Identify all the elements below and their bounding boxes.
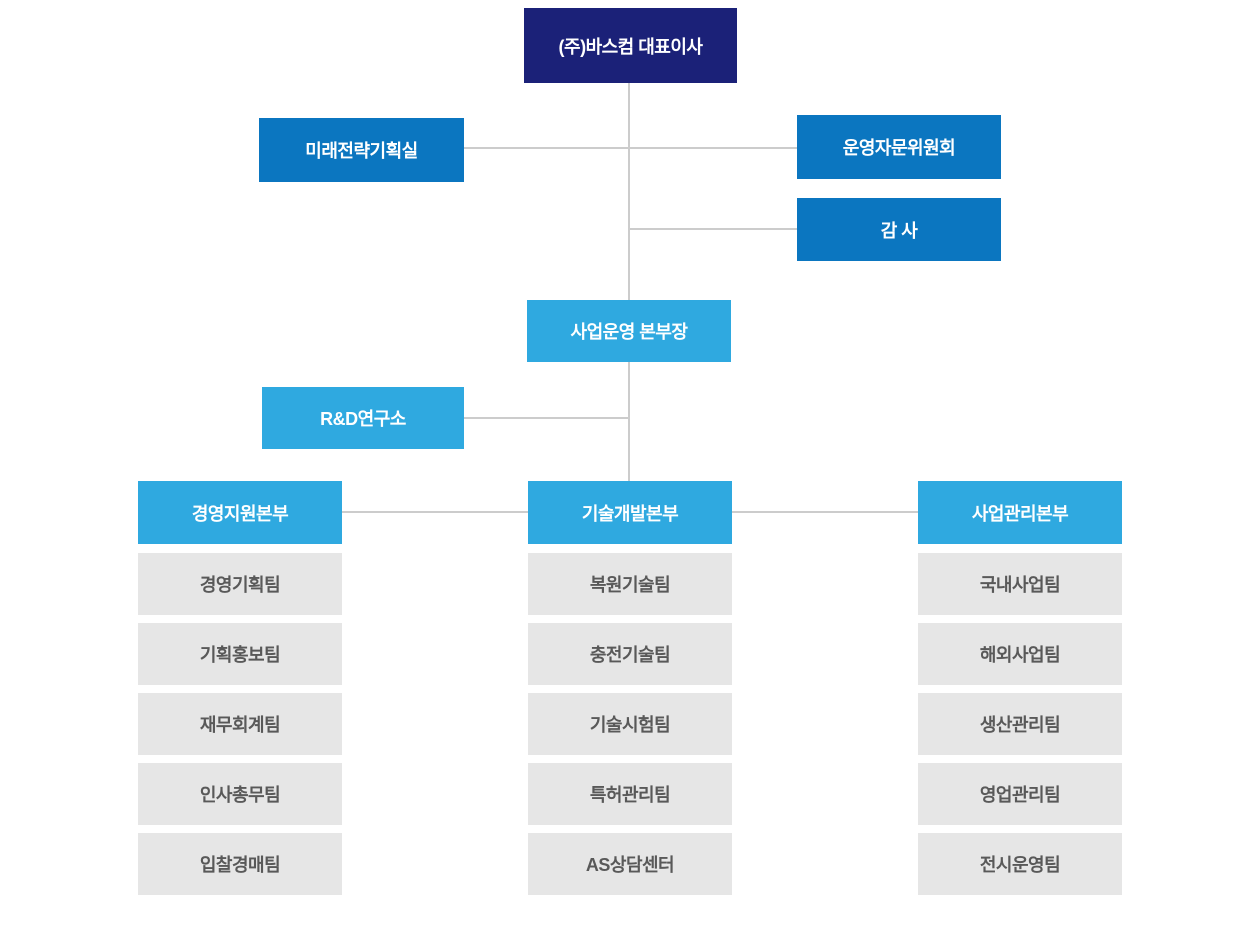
team-box: 영업관리팀 xyxy=(918,763,1122,825)
team-box: AS상담센터 xyxy=(528,833,732,895)
division-header: 경영지원본부 xyxy=(138,481,342,544)
connector-operations-to-divisions xyxy=(628,362,630,481)
future-strategy-box: 미래전략기획실 xyxy=(259,118,464,182)
division-header: 사업관리본부 xyxy=(918,481,1122,544)
team-box: 충전기술팀 xyxy=(528,623,732,685)
operations-head-box: 사업운영 본부장 xyxy=(527,300,731,362)
team-box: 기획홍보팀 xyxy=(138,623,342,685)
team-box: 전시운영팀 xyxy=(918,833,1122,895)
advisory-committee-box: 운영자문위원회 xyxy=(797,115,1001,179)
team-box: 특허관리팀 xyxy=(528,763,732,825)
connector-ceo-to-operations xyxy=(628,83,630,300)
division-column-management-support: 경영지원본부 경영기획팀 기획홍보팀 재무회계팀 인사총무팀 입찰경매팀 xyxy=(138,481,342,903)
team-box: 생산관리팀 xyxy=(918,693,1122,755)
audit-box: 감 사 xyxy=(797,198,1001,261)
team-box: 해외사업팀 xyxy=(918,623,1122,685)
team-box: 경영기획팀 xyxy=(138,553,342,615)
division-column-business-management: 사업관리본부 국내사업팀 해외사업팀 생산관리팀 영업관리팀 전시운영팀 xyxy=(918,481,1122,903)
team-box: 입찰경매팀 xyxy=(138,833,342,895)
team-box: 재무회계팀 xyxy=(138,693,342,755)
connector-to-rnd xyxy=(464,417,629,419)
division-header: 기술개발본부 xyxy=(528,481,732,544)
rnd-institute-box: R&D연구소 xyxy=(262,387,464,449)
connector-to-audit xyxy=(629,228,797,230)
team-box: 국내사업팀 xyxy=(918,553,1122,615)
ceo-box: (주)바스컴 대표이사 xyxy=(524,8,737,83)
team-box: 인사총무팀 xyxy=(138,763,342,825)
team-box: 기술시험팀 xyxy=(528,693,732,755)
connector-future-to-advisory xyxy=(464,147,797,149)
division-column-tech-development: 기술개발본부 복원기술팀 충전기술팀 기술시험팀 특허관리팀 AS상담센터 xyxy=(528,481,732,903)
team-box: 복원기술팀 xyxy=(528,553,732,615)
